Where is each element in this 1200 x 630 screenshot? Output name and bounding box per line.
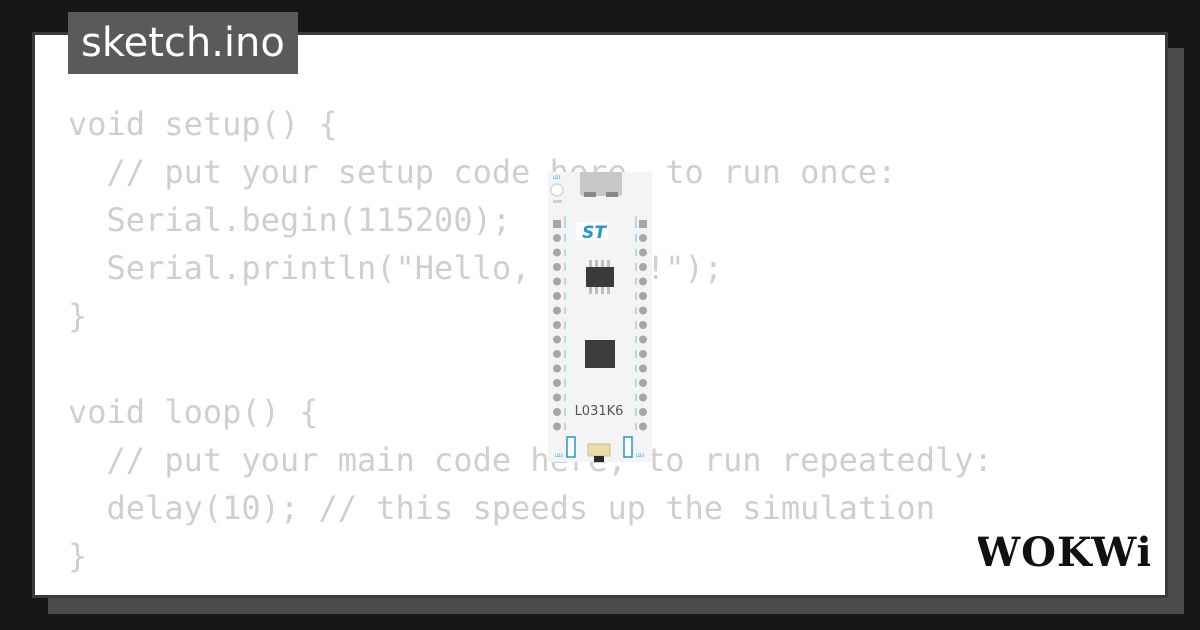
code-line: void setup() { — [68, 105, 338, 143]
jumper — [587, 443, 611, 457]
regulator-chip — [586, 260, 614, 294]
code-line: // put your setup code here, to run once… — [68, 153, 897, 191]
usb-connector — [580, 172, 622, 196]
ld3-label: LD3 — [636, 453, 644, 458]
st-logo: ST — [576, 222, 608, 243]
file-name-tab[interactable]: sketch.ino — [68, 12, 298, 74]
led-label: LD1 — [553, 175, 561, 180]
nucleo-board[interactable]: LD1 ST L031K6 — [548, 172, 652, 462]
pin-labels — [564, 216, 637, 430]
mcu-chip — [585, 340, 615, 368]
code-line — [68, 340, 993, 388]
right-pin-header — [639, 220, 647, 431]
board-model-label: L031K6 — [575, 404, 624, 419]
left-pin-header — [553, 220, 561, 431]
code-line: void loop() { — [68, 393, 319, 431]
svg-text:ST: ST — [582, 223, 607, 243]
code-line: } — [68, 537, 88, 575]
ld2-label: LD2 — [555, 453, 563, 458]
led-ld3 — [623, 436, 633, 458]
led-ld2 — [566, 436, 576, 458]
code-line: Serial.begin(115200); — [68, 201, 512, 239]
wokwi-logo-text: WOKWi — [978, 529, 1150, 576]
code-line: } — [68, 297, 88, 335]
code-line: // put your main code here, to run repea… — [68, 441, 993, 479]
wokwi-logo[interactable]: WOKWi — [978, 528, 1150, 576]
code-line: delay(10); // this speeds up the simulat… — [68, 489, 935, 527]
code-editor[interactable]: void setup() { // put your setup code he… — [68, 100, 993, 580]
code-line: Serial.println("Hello, World!"); — [68, 249, 724, 287]
reset-button[interactable] — [550, 183, 564, 197]
